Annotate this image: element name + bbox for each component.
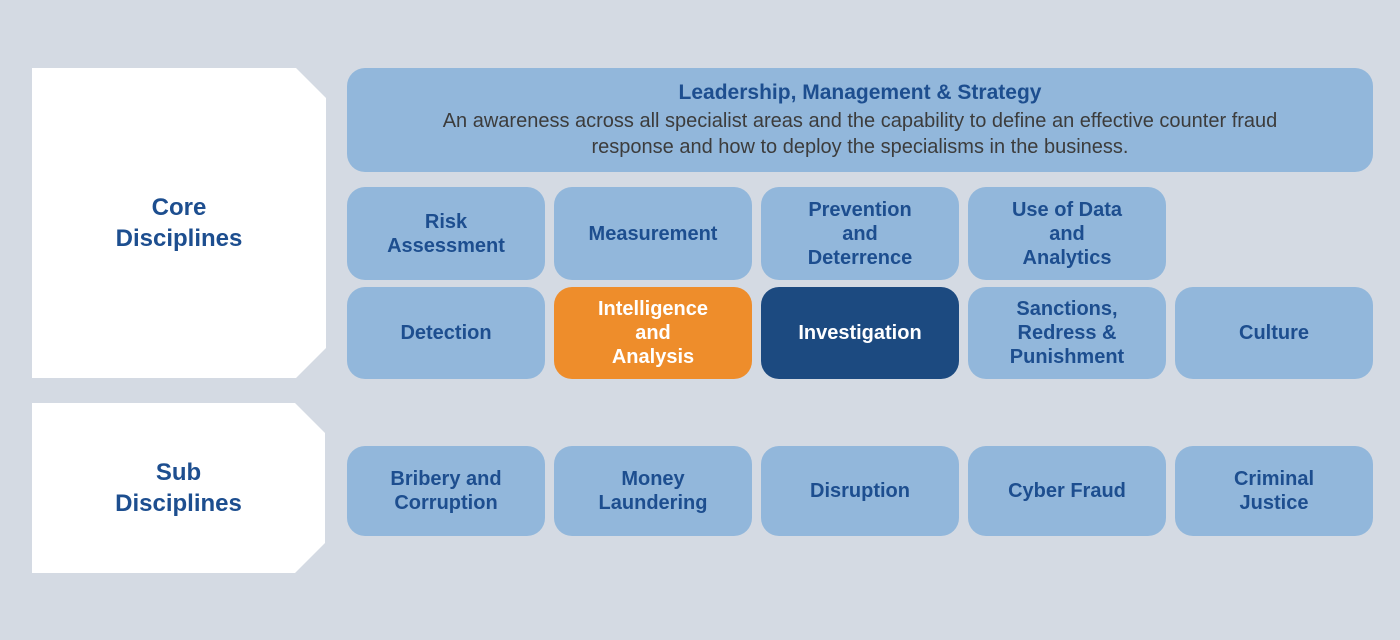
box-culture: Culture [1175,287,1373,379]
box-prevention-deterrence: Prevention and Deterrence [761,187,959,280]
box-detection: Detection [347,287,545,379]
leadership-title: Leadership, Management & Strategy [678,80,1042,104]
box-investigation: Investigation [761,287,959,379]
box-money-laundering: Money Laundering [554,446,752,536]
box-sanctions-redress-punishment: Sanctions, Redress & Punishment [968,287,1166,379]
box-cyber-fraud: Cyber Fraud [968,446,1166,536]
box-disruption: Disruption [761,446,959,536]
box-measurement: Measurement [554,187,752,280]
sub-disciplines-label: Sub Disciplines [115,458,242,517]
box-risk-assessment: Risk Assessment [347,187,545,280]
core-disciplines-shape: Core Disciplines [32,68,326,378]
box-intelligence-analysis: Intelligence and Analysis [554,287,752,379]
box-criminal-justice: Criminal Justice [1175,446,1373,536]
leadership-box: Leadership, Management & Strategy An awa… [347,68,1373,172]
core-disciplines-label: Core Disciplines [115,193,243,252]
box-bribery-corruption: Bribery and Corruption [347,446,545,536]
leadership-description: An awareness across all specialist areas… [442,110,1278,159]
sub-disciplines-shape: Sub Disciplines [32,403,325,573]
box-use-of-data-analytics: Use of Data and Analytics [968,187,1166,280]
